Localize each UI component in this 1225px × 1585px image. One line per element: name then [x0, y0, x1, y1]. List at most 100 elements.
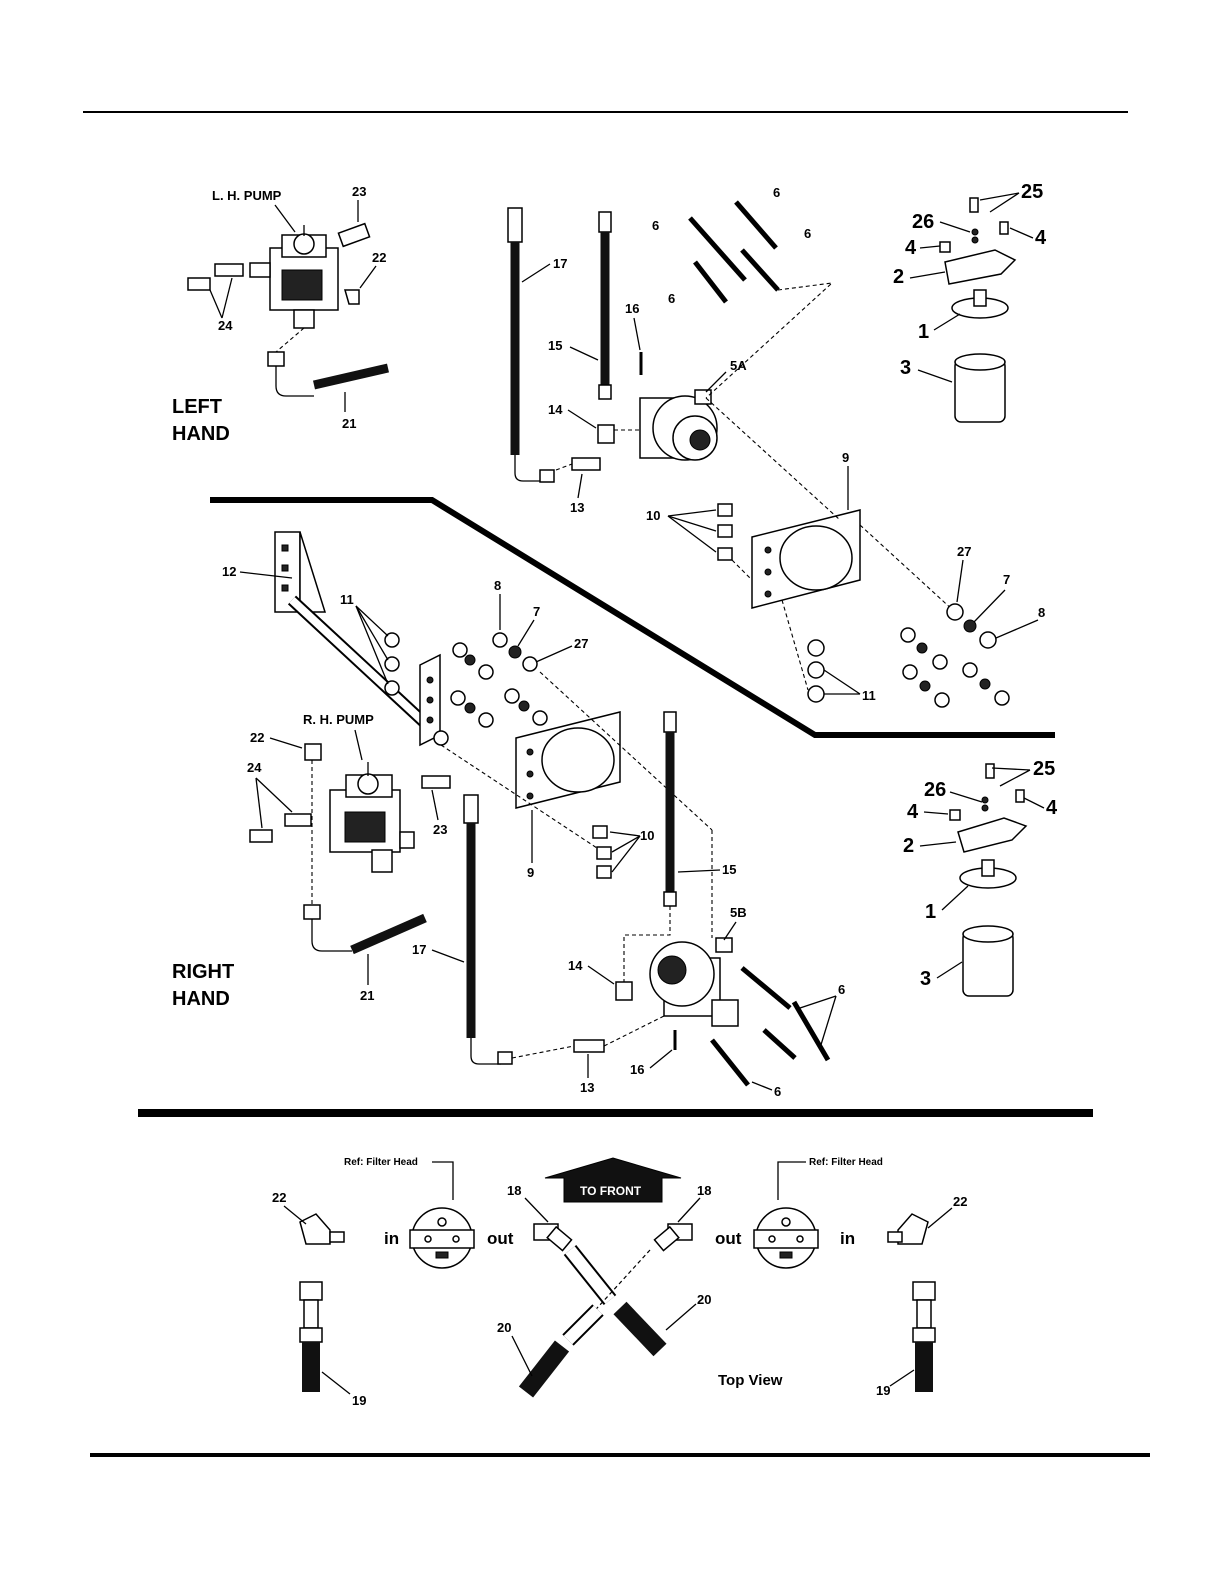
- filter-head-right: [754, 1208, 818, 1268]
- fitting-13-left: [572, 458, 600, 470]
- left-label: LEFT: [172, 396, 222, 418]
- hose-17-right: [464, 795, 512, 1064]
- out-label-left: out: [487, 1229, 514, 1248]
- callout-4-lower-l: 4: [907, 801, 919, 823]
- elbow-22-left: [345, 290, 359, 304]
- callout-17-left: 17: [553, 256, 567, 271]
- bracket-12: [275, 532, 428, 726]
- callout-6-c: 6: [804, 226, 811, 241]
- hose-21-right: [304, 905, 425, 951]
- plate-9-lower: [516, 712, 620, 808]
- callout-6-b: 6: [652, 218, 659, 233]
- callout-27-lower: 27: [574, 636, 588, 651]
- callout-2-top: 2: [893, 266, 904, 288]
- callout-23: 23: [352, 184, 366, 199]
- callout-24-lower: 24: [247, 760, 262, 775]
- bolts-10-lower: [593, 826, 611, 878]
- callout-1-lower: 1: [925, 901, 936, 923]
- callout-7-lower: 7: [533, 604, 540, 619]
- in-label-right: in: [840, 1229, 855, 1248]
- callout-8-lower: 8: [494, 578, 501, 593]
- callout-19-left: 19: [352, 1393, 366, 1408]
- callout-22-bottom-right: 22: [953, 1194, 967, 1209]
- fitting-23-left: [338, 224, 369, 247]
- callout-24: 24: [218, 318, 233, 333]
- callout-21: 21: [342, 416, 356, 431]
- callout-18-right: 18: [697, 1183, 711, 1198]
- nuts-11-lower: [385, 633, 399, 695]
- hose-19-right: [913, 1282, 935, 1392]
- callout-6-lower-b: 6: [774, 1084, 781, 1099]
- callout-7-upper: 7: [1003, 572, 1010, 587]
- filter-assembly-top: [940, 198, 1015, 422]
- right-hand-pump: [330, 762, 414, 872]
- callout-14-lower: 14: [568, 958, 583, 973]
- callout-4-top-l: 4: [905, 237, 917, 259]
- callout-1-top: 1: [918, 321, 929, 343]
- callout-14-left: 14: [548, 402, 563, 417]
- callout-22: 22: [372, 250, 386, 265]
- elbow-22-right-upper: [305, 744, 321, 760]
- callout-5b: 5B: [730, 905, 747, 920]
- callout-26-lower: 26: [924, 779, 946, 801]
- bolts-10-upper: [718, 504, 732, 560]
- callout-15-left: 15: [548, 338, 562, 353]
- callout-9-upper: 9: [842, 450, 849, 465]
- callout-23-lower: 23: [433, 822, 447, 837]
- callout-27-upper: 27: [957, 544, 971, 559]
- callout-9-lower: 9: [527, 865, 534, 880]
- callout-3-lower: 3: [920, 968, 931, 990]
- ref-filter-head-left: Ref: Filter Head: [344, 1157, 418, 1168]
- washer-grid-lower: [451, 633, 547, 727]
- callout-25-lower: 25: [1033, 758, 1055, 780]
- callout-13-left: 13: [570, 500, 584, 515]
- to-front-label: TO FRONT: [580, 1184, 642, 1198]
- plate-9-upper: [752, 510, 860, 608]
- hose-15-left: [599, 212, 611, 399]
- callout-15-lower: 15: [722, 862, 736, 877]
- callout-10-upper: 10: [646, 508, 660, 523]
- fitting-23-right: [422, 776, 450, 788]
- callout-20-left: 20: [497, 1320, 511, 1335]
- ref-filter-head-right: Ref: Filter Head: [809, 1157, 883, 1168]
- right-hand-label: HAND: [172, 988, 230, 1010]
- rh-pump-label: R. H. PUMP: [303, 712, 374, 727]
- callout-22-bottom-left: 22: [272, 1190, 286, 1205]
- washers-27-7-8-upper: [947, 604, 996, 648]
- callout-10-lower: 10: [640, 828, 654, 843]
- left-hand-pump: [250, 225, 338, 328]
- callout-6-lower-a: 6: [838, 982, 845, 997]
- elbow-18-left: [534, 1224, 572, 1251]
- callout-26-top: 26: [912, 211, 934, 233]
- small-plate: [420, 655, 448, 745]
- callout-21-lower: 21: [360, 988, 374, 1003]
- out-label-right: out: [715, 1229, 742, 1248]
- elbow-22-bottom-right: [888, 1214, 928, 1244]
- callout-20-right: 20: [697, 1292, 711, 1307]
- elbow-14-left: [598, 425, 614, 443]
- callout-18-left: 18: [507, 1183, 521, 1198]
- right-label: RIGHT: [172, 961, 234, 983]
- callout-2-lower: 2: [903, 835, 914, 857]
- motor-5a: [640, 390, 717, 460]
- callout-16-left: 16: [625, 301, 639, 316]
- left-hand-label: HAND: [172, 423, 230, 445]
- in-label-left: in: [384, 1229, 399, 1248]
- callout-8-upper: 8: [1038, 605, 1045, 620]
- hose-15-right: [664, 712, 676, 906]
- callout-4-top-r: 4: [1035, 227, 1047, 249]
- callout-17-lower: 17: [412, 942, 426, 957]
- bolts-6-left: [690, 202, 778, 302]
- left-right-divider: [210, 500, 1055, 735]
- nuts-11-upper: [808, 640, 824, 702]
- fitting-13-right: [574, 1040, 604, 1052]
- callout-12: 12: [222, 564, 236, 579]
- callout-22-lower: 22: [250, 730, 264, 745]
- callout-11-lower: 11: [340, 592, 354, 607]
- callout-13-lower: 13: [580, 1080, 594, 1095]
- top-view-label: Top View: [718, 1372, 783, 1389]
- hose-19-left: [300, 1282, 322, 1392]
- callout-6-d: 6: [668, 291, 675, 306]
- callout-5a: 5A: [730, 358, 747, 373]
